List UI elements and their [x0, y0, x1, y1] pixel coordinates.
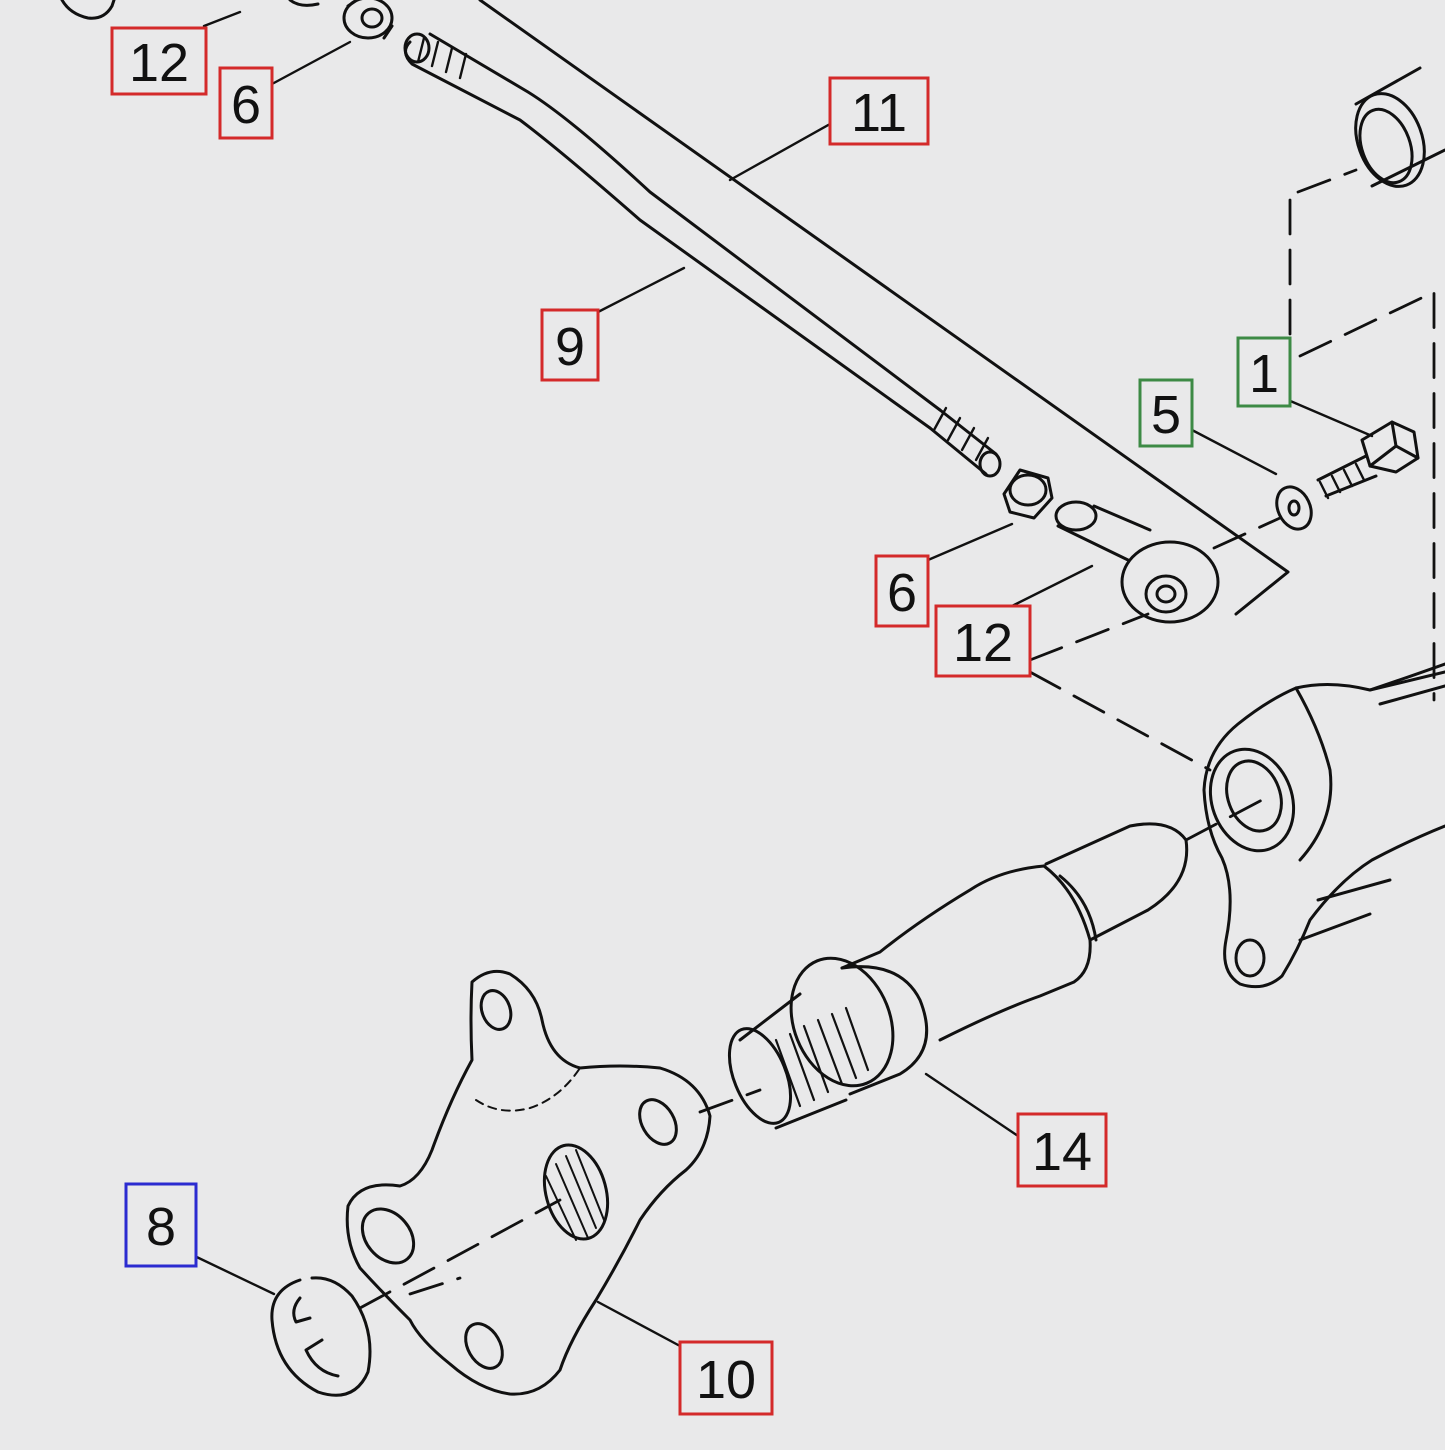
callout-box — [540, 308, 600, 382]
callout-11: 11 — [828, 76, 930, 146]
callout-14: 14 — [1016, 1112, 1108, 1188]
callout-box — [110, 26, 208, 96]
callout-12: 12 — [934, 604, 1032, 678]
steering-bracket — [1202, 662, 1445, 989]
callout-8: 8 — [124, 1182, 198, 1268]
callout-number: 11 — [851, 83, 907, 143]
callout-12: 12 — [110, 26, 208, 96]
callout-5: 5 — [1138, 378, 1194, 448]
nut-6-middle — [1002, 468, 1054, 520]
leader-lines — [180, 10, 1374, 1348]
callout-number: 1 — [1249, 344, 1279, 404]
rod-end-12 — [1054, 500, 1220, 624]
callout-box — [1236, 336, 1292, 408]
callout-number: 8 — [146, 1197, 176, 1257]
callout-box — [1138, 378, 1194, 448]
callout-1: 1 — [1236, 336, 1292, 408]
callout-box — [1016, 1112, 1108, 1188]
callout-9: 9 — [540, 308, 600, 382]
callout-box — [874, 554, 930, 628]
callout-10: 10 — [678, 1340, 774, 1416]
rod-9 — [403, 32, 1002, 478]
nut-6-top — [342, 0, 394, 40]
flange-10 — [345, 969, 712, 1396]
top-left-parts — [60, 0, 394, 40]
callout-number: 10 — [696, 1350, 756, 1410]
callout-number: 12 — [129, 33, 189, 93]
callout-number: 12 — [953, 613, 1013, 673]
callout-6: 6 — [874, 554, 930, 628]
rod-11 — [478, 0, 1290, 616]
callout-box — [828, 76, 930, 146]
callout-number: 6 — [887, 563, 917, 623]
assembly-dashed-lines — [358, 168, 1436, 1310]
circlip-8 — [270, 1276, 372, 1397]
callout-6: 6 — [218, 66, 274, 140]
bushing — [1354, 66, 1445, 188]
callout-box — [934, 604, 1032, 678]
spindle-14 — [727, 822, 1189, 1130]
callout-layer: 12 6 11 9 1 5 6 12 14 8 10 — [110, 26, 1292, 1416]
callout-number: 5 — [1151, 385, 1181, 445]
callout-number: 14 — [1032, 1122, 1092, 1182]
callout-box — [218, 66, 274, 140]
bolt-1 — [1316, 420, 1420, 500]
washer-5 — [1275, 485, 1313, 531]
callout-number: 9 — [555, 317, 585, 377]
callout-number: 6 — [231, 75, 261, 135]
callout-box — [678, 1340, 774, 1416]
callout-box — [124, 1182, 198, 1268]
